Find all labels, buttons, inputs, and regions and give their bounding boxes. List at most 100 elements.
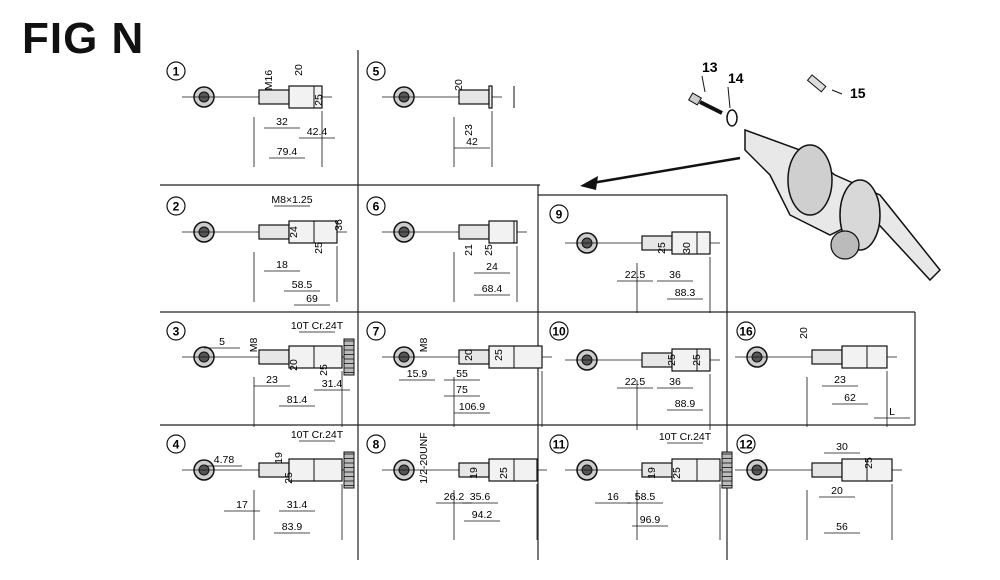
dimension-label: 20: [293, 64, 305, 76]
sub-diagram-11: 11 19 25 16 58.5 96.9 10T Cr.24T: [549, 431, 733, 540]
dimension-label: 94.2: [472, 509, 493, 521]
callout-number: 8: [373, 438, 380, 452]
callout-circle: [366, 61, 386, 81]
dimension-label: 68.4: [482, 283, 503, 295]
bolt-shank: [699, 100, 723, 115]
dimension-label: 18: [276, 259, 288, 271]
dimension-label: 36: [333, 219, 345, 231]
dimension-label: 69: [306, 293, 318, 305]
callout-circle: [736, 321, 756, 341]
dimension-label: 19: [468, 467, 480, 479]
dimension-label: 58.5: [635, 491, 656, 503]
shaft-step-small: [258, 224, 290, 240]
dimension-label: 17: [236, 499, 248, 511]
dimension-label: 22.5: [625, 376, 646, 388]
callout-circle: [549, 204, 569, 224]
dimension-label: 32: [276, 116, 288, 128]
shaft-step-large: [671, 458, 721, 482]
callout-number: 10: [552, 325, 566, 339]
dimension-label: 25: [313, 94, 325, 106]
dimension-label: 25: [493, 349, 505, 361]
dimension-label: 24: [486, 261, 498, 273]
dimension-label: 106.9: [459, 401, 485, 413]
sub-diagram-16: 16 20 23 62L: [735, 321, 910, 427]
dimension-label: 5: [219, 336, 225, 348]
dimension-label: 21: [463, 244, 475, 256]
callout-circle: [549, 434, 569, 454]
dimension-label: 4.78: [214, 454, 235, 466]
dimension-label: 30: [836, 441, 848, 453]
dimension-label: 81.4: [287, 394, 308, 406]
dimension-label: 62: [844, 392, 856, 404]
dimension-label: 25: [498, 467, 510, 479]
dimension-label: 23: [834, 374, 846, 386]
callout-circle: [166, 434, 186, 454]
callout-circle: [366, 321, 386, 341]
counterweight: [830, 230, 860, 260]
dimension-label: L: [889, 406, 895, 418]
dimension-label: 42: [466, 136, 478, 148]
part-leader-line: [831, 89, 843, 95]
callout-number: 2: [173, 200, 180, 214]
dimension-label: 22.5: [625, 269, 646, 281]
callout-circle: [366, 434, 386, 454]
dimension-label: 36: [669, 269, 681, 281]
dimension-label: 96.9: [640, 514, 661, 526]
dimension-label: 56: [836, 521, 848, 533]
dimension-label: 20: [798, 327, 810, 339]
callout-number: 9: [556, 208, 563, 222]
timing-gear: [343, 451, 355, 489]
dimension-label: 55: [456, 368, 468, 380]
dimension-label: 19: [646, 467, 658, 479]
dimension-label: 16: [607, 491, 619, 503]
callout-circle: [549, 321, 569, 341]
dimension-label: 26.2: [444, 491, 465, 503]
dimension-label: 25: [283, 472, 295, 484]
callout-circle: [736, 434, 756, 454]
dimension-label: 30: [681, 242, 693, 254]
dimension-label: 25: [656, 242, 668, 254]
bolt-head: [687, 92, 703, 106]
dimension-label: 10T Cr.24T: [291, 429, 344, 441]
callout-number: 6: [373, 200, 380, 214]
callout-circle: [166, 321, 186, 341]
shaft-step-large: [288, 220, 338, 244]
dimension-label: 25: [666, 354, 678, 366]
figure-title: FIG N: [22, 14, 145, 63]
dimension-label: 58.5: [292, 279, 313, 291]
callout-number: 16: [739, 325, 753, 339]
dimension-label: 23: [266, 374, 278, 386]
callout-number: 11: [553, 438, 566, 452]
dimension-label: 25: [863, 457, 875, 469]
part-ref-13: 13: [702, 59, 718, 75]
callout-number: 1: [173, 65, 180, 79]
pointer-arrowhead: [580, 176, 598, 190]
dimension-label: 31.4: [322, 378, 343, 390]
sub-diagram-12: 12 30 25 20 56: [735, 434, 902, 540]
dimension-label: 25: [671, 467, 683, 479]
callout-number: 7: [373, 325, 380, 339]
dimension-label: 25: [691, 354, 703, 366]
dimension-label: 10T Cr.24T: [659, 431, 712, 443]
dimension-label: 20: [831, 485, 843, 497]
timing-gear: [343, 338, 355, 376]
dimension-label: 42.4: [307, 126, 328, 138]
dimension-label: 31.4: [287, 499, 308, 511]
part-leader-line: [701, 75, 706, 93]
callout-number: 4: [173, 438, 180, 452]
shaft-step-small: [458, 89, 490, 105]
callout-number: 12: [739, 438, 753, 452]
dimension-label: M8×1.25: [271, 194, 312, 206]
shaft-step-small: [458, 224, 490, 240]
callout-circle: [166, 196, 186, 216]
